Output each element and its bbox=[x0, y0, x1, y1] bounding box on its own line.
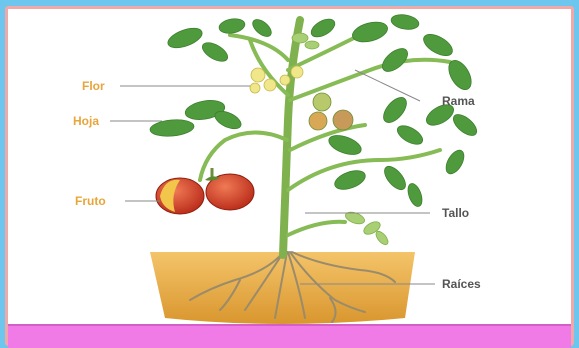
label-rama: Rama bbox=[442, 94, 475, 108]
green-fruits bbox=[309, 93, 353, 130]
label-flor: Flor bbox=[82, 79, 105, 93]
soil-area bbox=[150, 252, 415, 324]
label-fruto: Fruto bbox=[75, 194, 106, 208]
ripe-fruits bbox=[156, 168, 254, 214]
label-raices: Raíces bbox=[442, 277, 481, 291]
label-hoja: Hoja bbox=[73, 114, 99, 128]
label-tallo: Tallo bbox=[442, 206, 469, 220]
flowers bbox=[250, 66, 303, 93]
